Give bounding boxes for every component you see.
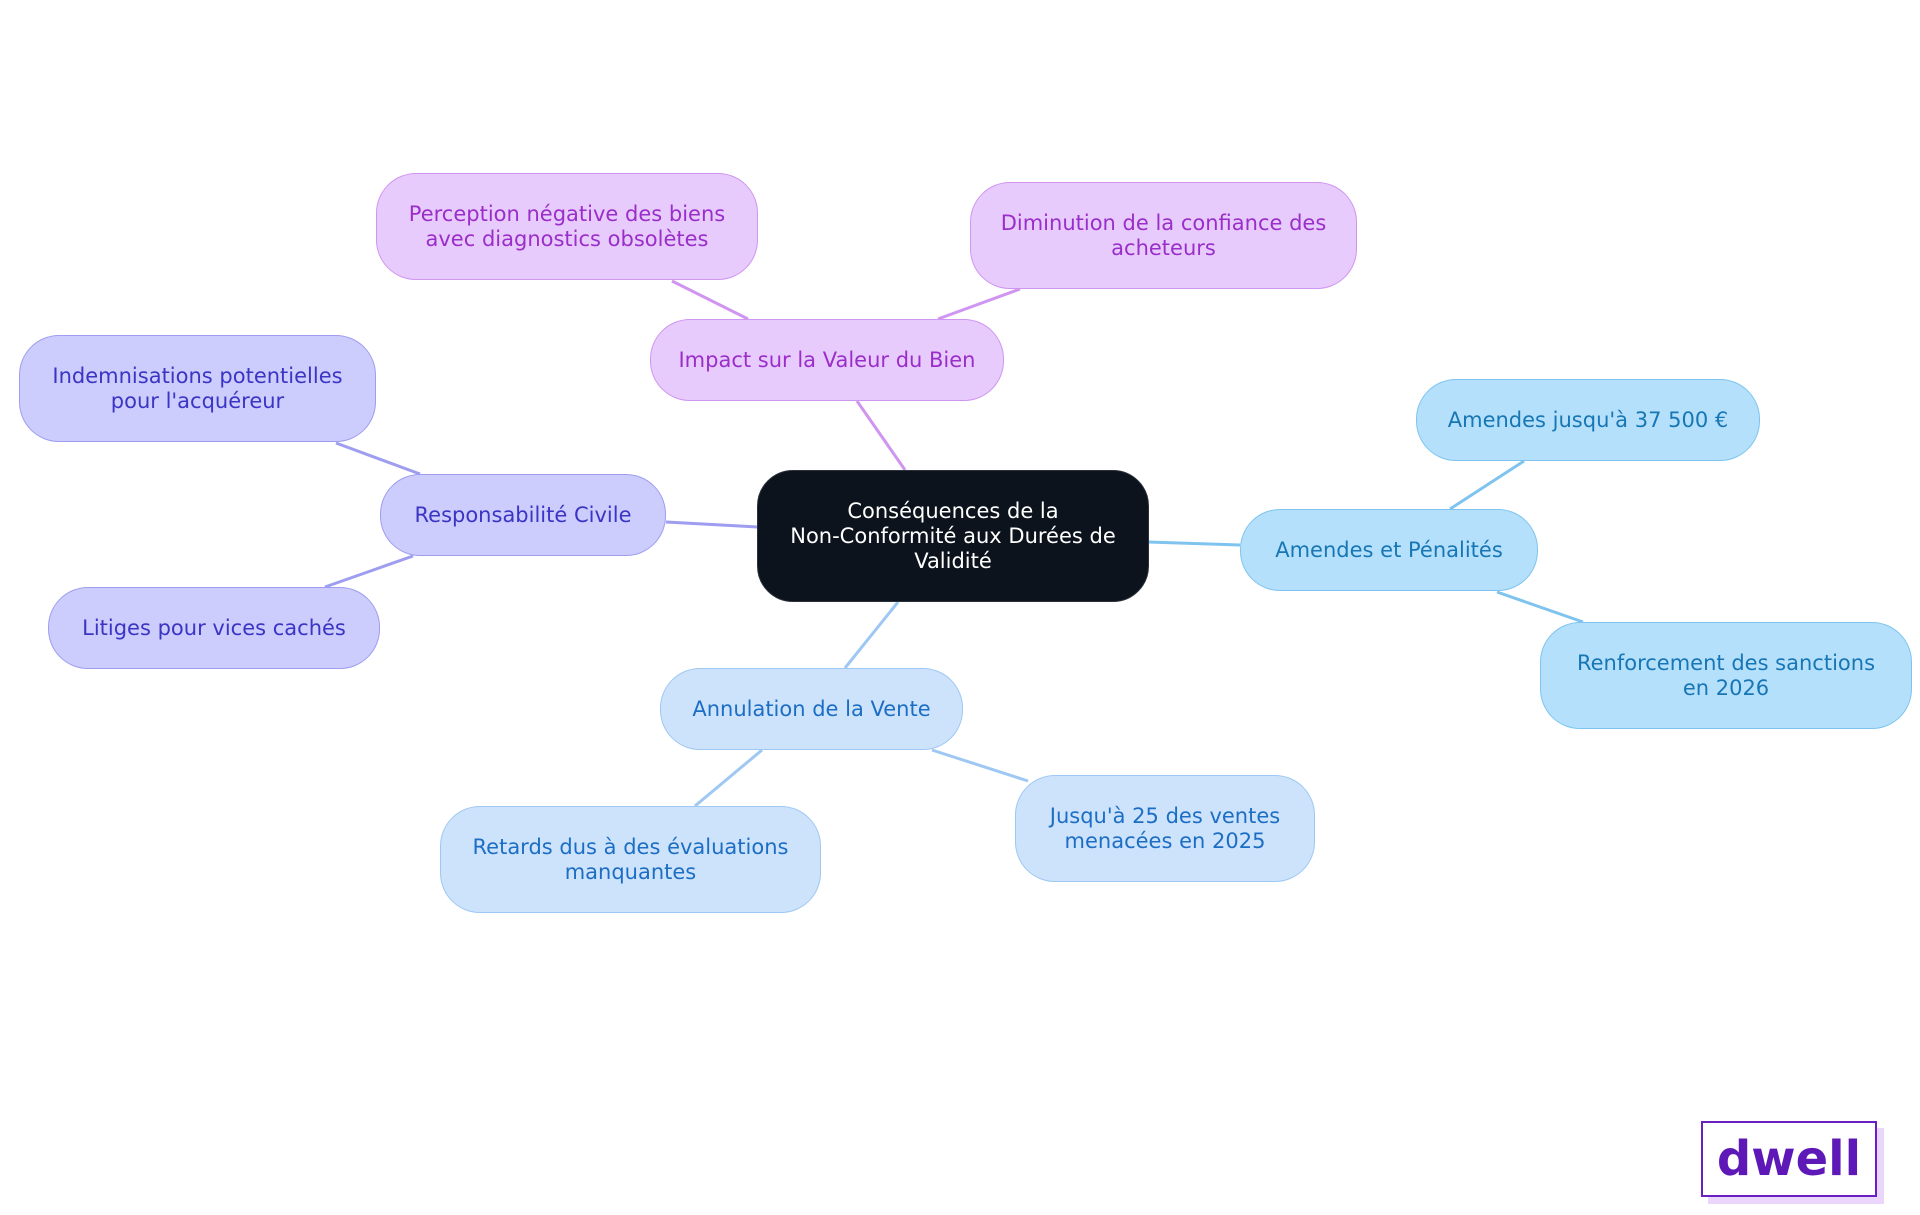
leaf-renforcement-sanctions[interactable]: Renforcement des sanctions en 2026 [1540, 622, 1912, 729]
leaf-diminution-confiance[interactable]: Diminution de la confiance des acheteurs [970, 182, 1357, 289]
leaf-indemnisations-label: Indemnisations potentielles pour l'acqué… [52, 363, 343, 413]
branch-amendes-penalites-label: Amendes et Pénalités [1275, 537, 1503, 562]
leaf-perception-negative-label: Perception négative des biens avec diagn… [408, 201, 726, 251]
branch-annulation-vente-label: Annulation de la Vente [692, 696, 931, 721]
leaf-ventes-menacees-label: Jusqu'à 25 des ventes menacées en 2025 [1049, 803, 1281, 853]
edge-responsabilite-indemnisations [335, 441, 421, 476]
edge-responsabilite-litiges [324, 554, 414, 589]
edge-amendes-montant [1449, 459, 1525, 511]
edge-root-responsabilite [665, 520, 759, 529]
edge-root-amendes [1147, 540, 1241, 547]
leaf-ventes-menacees[interactable]: Jusqu'à 25 des ventes menacées en 2025 [1015, 775, 1315, 882]
dwell-logo-text: dwell [1716, 1131, 1862, 1187]
branch-impact-valeur-label: Impact sur la Valeur du Bien [678, 347, 976, 372]
edge-annulation-ventes [931, 748, 1029, 783]
leaf-amendes-montant[interactable]: Amendes jusqu'à 37 500 € [1416, 379, 1760, 461]
branch-responsabilite-civile-label: Responsabilité Civile [414, 502, 632, 527]
edge-impact-confiance [937, 287, 1021, 321]
edge-amendes-renforcement [1496, 590, 1584, 624]
leaf-perception-negative[interactable]: Perception négative des biens avec diagn… [376, 173, 758, 280]
leaf-litiges-vices-caches-label: Litiges pour vices cachés [82, 615, 346, 640]
branch-amendes-penalites[interactable]: Amendes et Pénalités [1240, 509, 1538, 591]
edge-impact-perception [671, 279, 749, 321]
branch-annulation-vente[interactable]: Annulation de la Vente [660, 668, 963, 750]
branch-responsabilite-civile[interactable]: Responsabilité Civile [380, 474, 666, 556]
leaf-litiges-vices-caches[interactable]: Litiges pour vices cachés [48, 587, 380, 669]
root-node-label: Conséquences de la Non-Conformité aux Du… [790, 498, 1116, 573]
leaf-retards-evaluations-label: Retards dus à des évaluations manquantes [472, 834, 789, 884]
root-node[interactable]: Conséquences de la Non-Conformité aux Du… [757, 470, 1149, 602]
branch-impact-valeur[interactable]: Impact sur la Valeur du Bien [650, 319, 1004, 401]
edge-root-impact [855, 400, 907, 471]
edge-annulation-retards [694, 748, 763, 808]
leaf-diminution-confiance-label: Diminution de la confiance des acheteurs [1000, 210, 1327, 260]
leaf-retards-evaluations[interactable]: Retards dus à des évaluations manquantes [440, 806, 821, 913]
edge-root-annulation [843, 601, 900, 669]
dwell-logo: dwell [1701, 1121, 1877, 1197]
leaf-indemnisations[interactable]: Indemnisations potentielles pour l'acqué… [19, 335, 376, 442]
leaf-renforcement-sanctions-label: Renforcement des sanctions en 2026 [1576, 650, 1876, 700]
leaf-amendes-montant-label: Amendes jusqu'à 37 500 € [1447, 407, 1729, 432]
